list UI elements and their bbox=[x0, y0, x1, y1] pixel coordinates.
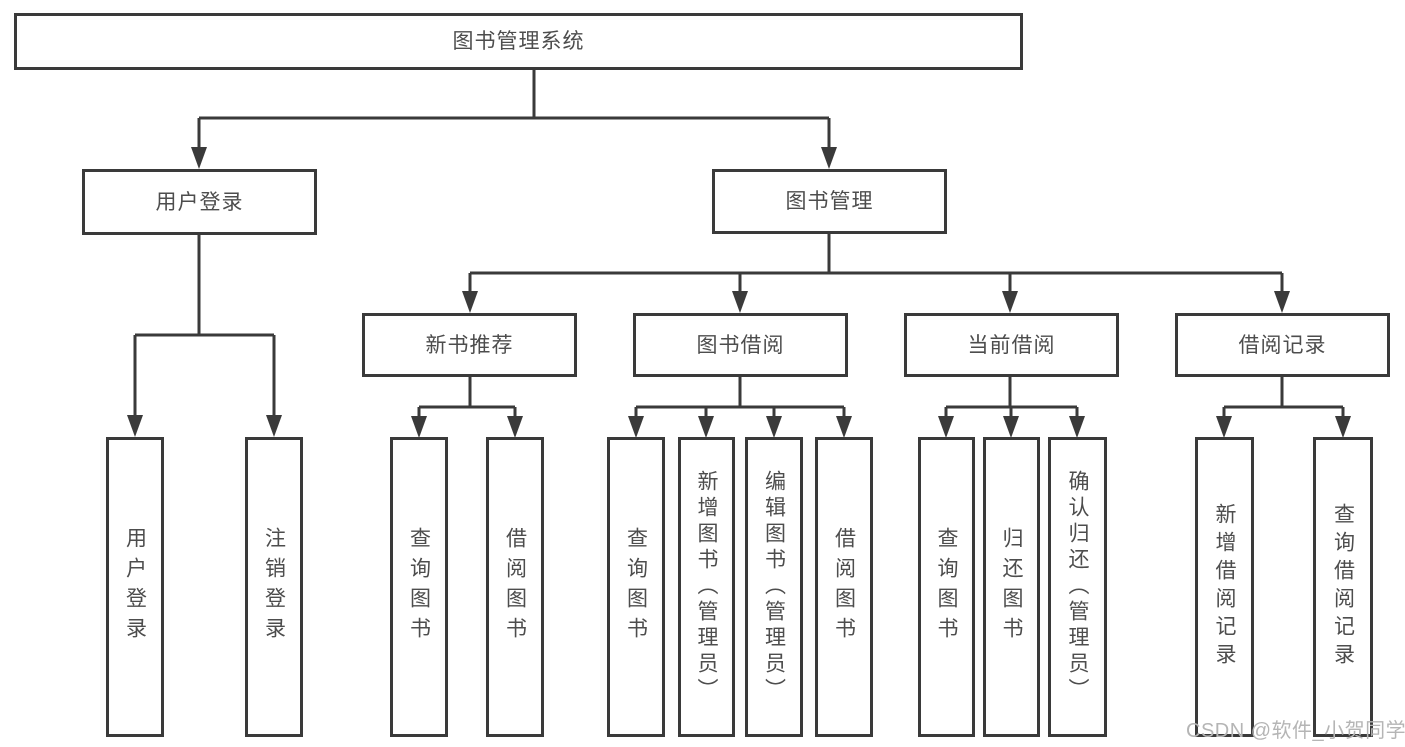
leaf-borrow-books-borrow: 借阅图书 bbox=[815, 437, 873, 737]
node-book-management: 图书管理 bbox=[712, 169, 947, 234]
leaf-query-books-current: 查询图书 bbox=[918, 437, 975, 737]
node-user-login: 用户登录 bbox=[82, 169, 317, 235]
node-current-borrow: 当前借阅 bbox=[904, 313, 1119, 377]
node-root-system: 图书管理系统 bbox=[14, 13, 1023, 70]
leaf-query-books-recommend: 查询图书 bbox=[390, 437, 448, 737]
node-book-borrow: 图书借阅 bbox=[633, 313, 848, 377]
leaf-user-login: 用户登录 bbox=[106, 437, 164, 737]
leaf-query-books-borrow: 查询图书 bbox=[607, 437, 665, 737]
leaf-add-borrow-record: 新增借阅记录 bbox=[1195, 437, 1254, 737]
leaf-logout: 注销登录 bbox=[245, 437, 303, 737]
leaf-borrow-books-recommend: 借阅图书 bbox=[486, 437, 544, 737]
leaf-edit-book-admin: 编辑图书（管理员） bbox=[745, 437, 803, 737]
csdn-watermark: CSDN @软件_小贺同学 bbox=[1186, 720, 1405, 742]
leaf-add-book-admin: 新增图书（管理员） bbox=[678, 437, 735, 737]
leaf-return-book: 归还图书 bbox=[983, 437, 1040, 737]
arrowheads bbox=[127, 147, 1351, 438]
node-borrow-records: 借阅记录 bbox=[1175, 313, 1390, 377]
node-new-book-recommend: 新书推荐 bbox=[362, 313, 577, 377]
leaf-confirm-return-admin: 确认归还（管理员） bbox=[1048, 437, 1107, 737]
leaf-query-borrow-record: 查询借阅记录 bbox=[1313, 437, 1373, 737]
